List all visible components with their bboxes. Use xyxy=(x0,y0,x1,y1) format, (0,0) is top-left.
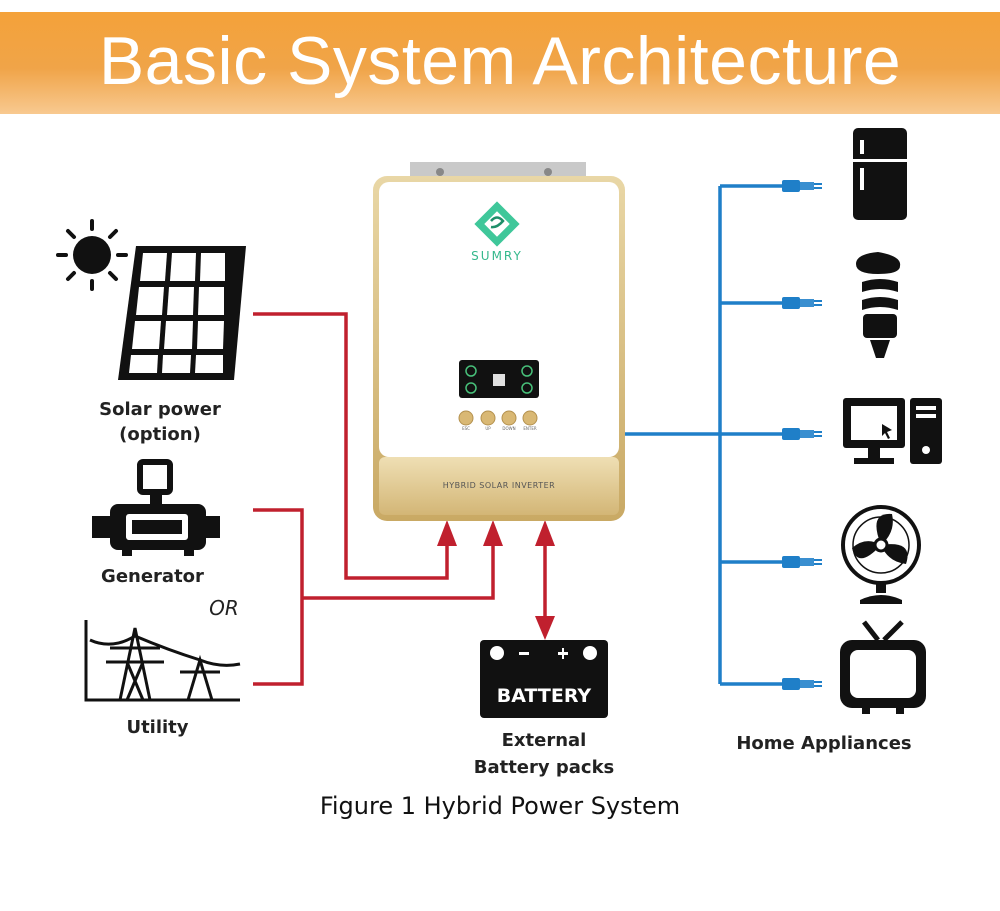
inverter-model-label: HYBRID SOLAR INVERTER xyxy=(442,481,556,490)
solar-label: Solar power (option) xyxy=(70,397,250,447)
down-button-icon xyxy=(501,410,517,426)
generator-icon xyxy=(92,459,220,556)
down-button-label: DOWN xyxy=(502,426,516,431)
light-bulb-icon xyxy=(856,252,901,358)
solar-label-line2: (option) xyxy=(119,424,201,445)
plug-connectors xyxy=(782,180,822,690)
input-wiring xyxy=(253,312,547,686)
television-icon xyxy=(840,620,926,714)
refrigerator-icon xyxy=(853,128,907,220)
home-appliances-label: Home Appliances xyxy=(736,733,912,754)
esc-button-label: ESC xyxy=(462,426,470,431)
solar-panel-icon xyxy=(118,246,246,380)
output-wiring xyxy=(625,184,782,686)
sun-icon xyxy=(56,219,128,291)
battery-label: External Battery packs xyxy=(454,727,634,781)
battery-badge: BATTERY xyxy=(497,685,592,707)
enter-button-label: ENTER xyxy=(523,426,537,431)
inverter-base xyxy=(379,457,619,515)
battery-label-line1: External xyxy=(501,730,587,751)
input-arrows xyxy=(437,520,555,640)
page-title: Basic System Architecture xyxy=(98,23,902,99)
battery-label-line2: Battery packs xyxy=(473,757,615,778)
solar-line xyxy=(253,312,449,580)
control-buttons xyxy=(458,410,538,426)
grid-line xyxy=(302,532,495,600)
solar-label-line1: Solar power xyxy=(99,399,221,420)
or-label: OR xyxy=(209,596,239,620)
up-button-label: UP xyxy=(485,426,491,431)
computer-icon xyxy=(843,398,942,464)
battery-icon: BATTERY xyxy=(480,640,608,718)
up-button-icon xyxy=(480,410,496,426)
utility-label: Utility xyxy=(126,717,189,738)
inverter-front-panel xyxy=(379,182,619,457)
hybrid-inverter xyxy=(373,162,625,521)
generator-label: Generator xyxy=(101,566,204,587)
fan-icon xyxy=(841,505,921,604)
title-banner: Basic System Architecture xyxy=(0,12,1000,114)
esc-button-icon xyxy=(458,410,474,426)
utility-tower-icon xyxy=(84,620,241,702)
generator-utility-line xyxy=(253,508,304,686)
enter-button-icon xyxy=(522,410,538,426)
inverter-brand: SUMRY xyxy=(471,249,523,263)
figure-caption: Figure 1 Hybrid Power System xyxy=(319,792,681,820)
